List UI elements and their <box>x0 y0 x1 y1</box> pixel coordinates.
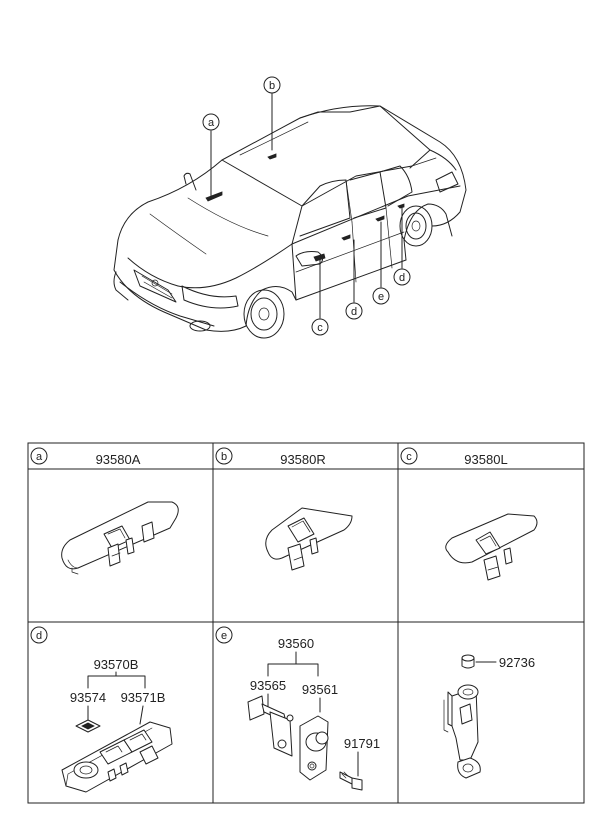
callout-e: e <box>372 287 390 305</box>
part-number-c: 93580L <box>464 452 507 467</box>
switch-illustration-a <box>61 501 179 575</box>
callout-c: c <box>311 318 329 336</box>
cell-e: e 93560 93565 93561 91791 <box>215 626 380 791</box>
switch-illustration-b <box>265 507 353 571</box>
switch-marker-b <box>267 153 277 160</box>
part-91791: 91791 <box>344 736 380 751</box>
switch-marker-d-front <box>341 234 351 241</box>
callout-e-label: e <box>378 291 384 303</box>
header-cell-a: a 93580A <box>30 447 141 467</box>
part-92736: 92736 <box>499 655 535 670</box>
header-a-letter: a <box>36 451 43 463</box>
switch-marker-d-rear <box>397 203 405 209</box>
cell-f: 92736 <box>443 654 535 779</box>
part-number-b: 93580R <box>280 452 326 467</box>
part-number-a: 93580A <box>96 452 141 467</box>
part-93565: 93565 <box>250 678 286 693</box>
header-cell-b: b 93580R <box>215 447 326 467</box>
cell-d: d 93570B 93574 93571B <box>30 626 173 793</box>
header-c-letter: c <box>406 451 412 463</box>
assembly-93570b: 93570B <box>94 657 139 672</box>
callout-b: b <box>263 76 281 94</box>
part-93574: 93574 <box>70 690 106 705</box>
callout-d-front-label: d <box>351 306 357 318</box>
car-illustration <box>113 92 467 339</box>
callout-a-label: a <box>208 117 215 129</box>
cell-d-letter: d <box>36 630 42 642</box>
assembly-93560: 93560 <box>278 636 314 651</box>
callout-d-rear: d <box>393 268 411 286</box>
switch-marker-a <box>205 191 223 202</box>
cell-e-letter: e <box>221 630 227 642</box>
callout-a: a <box>202 113 220 131</box>
header-b-letter: b <box>221 451 227 463</box>
switch-marker-e <box>375 215 385 222</box>
callout-b-label: b <box>269 80 275 92</box>
part-93571b: 93571B <box>121 690 166 705</box>
parts-table <box>27 442 585 804</box>
header-cell-c: c 93580L <box>400 447 508 467</box>
callout-d-front: d <box>345 302 363 320</box>
callout-d-rear-label: d <box>399 272 405 284</box>
switch-marker-c <box>313 253 326 262</box>
switch-illustration-c <box>445 513 538 581</box>
callout-c-label: c <box>317 322 323 334</box>
part-93561: 93561 <box>302 682 338 697</box>
